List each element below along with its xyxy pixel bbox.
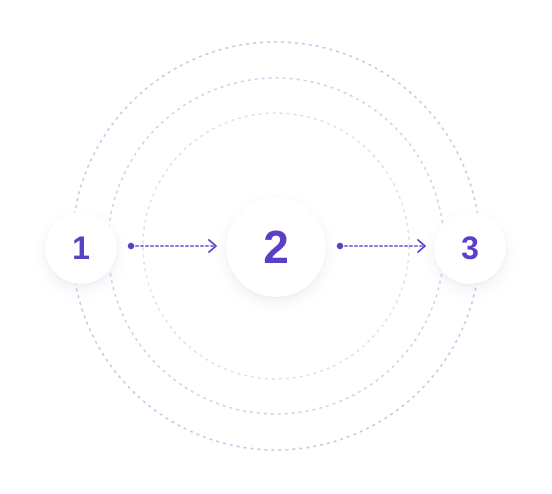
step-number: 2: [263, 221, 289, 273]
step-node-3: 3: [434, 212, 506, 284]
step-node-2: 2: [226, 197, 326, 297]
step-node-1: 1: [45, 212, 117, 284]
step-number: 1: [72, 230, 90, 266]
step-number: 3: [461, 230, 479, 266]
